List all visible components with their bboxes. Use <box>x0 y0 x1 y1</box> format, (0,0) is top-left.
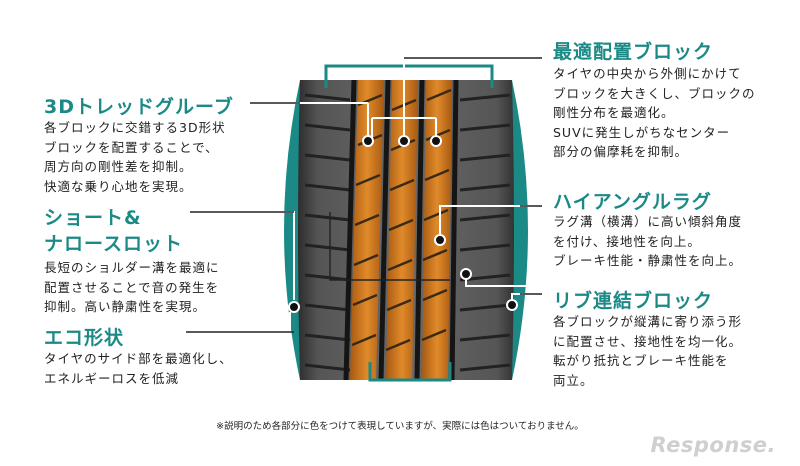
high-angle-lug-title: ハイアングルラグ <box>553 187 712 214</box>
tread-groove-description: 各ブロックに交錯する3D形状 ブロックを配置することで、 周方向の剛性差を抑制。… <box>44 118 226 196</box>
eco-shape-description: タイヤのサイド部を最適化し、 エネルギーロスを低減 <box>44 349 233 388</box>
brand-logo: Response. <box>651 433 777 457</box>
optimal-block-title: 最適配置ブロック <box>553 37 713 64</box>
rib-block-line: 各ブロックが縦溝に寄り添う形 <box>553 312 742 332</box>
optimal-block-line: ブロックを大きくし、ブロックの <box>553 84 756 104</box>
high-angle-lug-line: ラグ溝（横溝）に高い傾斜角度 <box>553 212 742 232</box>
tread-groove-line: ブロックを配置することで、 <box>44 138 226 158</box>
rib-block-line: 両立。 <box>553 371 742 391</box>
rib-block-description: 各ブロックが縦溝に寄り添う形 に配置させ、接地性を均一化。 転がり抵抗とブレーキ… <box>553 312 742 390</box>
rib-block-line: に配置させ、接地性を均一化。 <box>553 332 742 352</box>
optimal-block-line: SUVに発生しがちなセンター <box>553 123 756 143</box>
dot-rib-right <box>507 300 517 310</box>
tread-groove-line: 快適な乗り心地を実現。 <box>44 177 226 197</box>
tread-groove-title: 3Dトレッドグルーブ <box>44 92 234 119</box>
optimal-block-line: 剛性分布を最適化。 <box>553 103 756 123</box>
eco-shape-title: エコ形状 <box>44 323 124 350</box>
dot-tread-groove-1 <box>363 136 373 146</box>
optimal-block-line: タイヤの中央から外側にかけて <box>553 64 756 84</box>
eco-shape-line: タイヤのサイド部を最適化し、 <box>44 349 233 369</box>
dot-high-angle-lug <box>435 235 445 245</box>
short-narrow-slot-description: 長短のショルダー溝を最適に 配置させることで音の発生を 抑制。高い静粛性を実現。 <box>44 258 220 317</box>
rib-block-line: 転がり抵抗とブレーキ性能を <box>553 351 742 371</box>
dot-eco-left <box>289 302 299 312</box>
short-narrow-slot-line: 抑制。高い静粛性を実現。 <box>44 297 220 317</box>
dot-short-slot <box>461 269 471 279</box>
tread-groove-line: 周方向の剛性差を抑制。 <box>44 157 226 177</box>
rib-block-title: リブ連結ブロック <box>553 286 713 313</box>
optimal-block-description: タイヤの中央から外側にかけて ブロックを大きくし、ブロックの 剛性分布を最適化。… <box>553 64 756 162</box>
footnote: ※説明のため各部分に色をつけて表現していますが、実際には色はついておりません。 <box>0 418 800 432</box>
eco-shape-line: エネルギーロスを低減 <box>44 369 233 389</box>
short-narrow-slot-line: 配置させることで音の発生を <box>44 278 220 298</box>
short-narrow-slot-title-1: ショート& <box>44 203 142 230</box>
dot-tread-groove-2 <box>399 136 409 146</box>
short-narrow-slot-title-2: ナロースロット <box>44 229 183 256</box>
optimal-block-line: 部分の偏摩耗を抑制。 <box>553 142 756 162</box>
tread-groove-line: 各ブロックに交錯する3D形状 <box>44 118 226 138</box>
short-narrow-slot-line: 長短のショルダー溝を最適に <box>44 258 220 278</box>
high-angle-lug-description: ラグ溝（横溝）に高い傾斜角度 を付け、接地性を向上。 ブレーキ性能・静粛性を向上… <box>553 212 742 271</box>
dot-tread-groove-3 <box>431 136 441 146</box>
tire-tread <box>290 80 525 380</box>
high-angle-lug-line: を付け、接地性を向上。 <box>553 232 742 252</box>
high-angle-lug-line: ブレーキ性能・静粛性を向上。 <box>553 251 742 271</box>
